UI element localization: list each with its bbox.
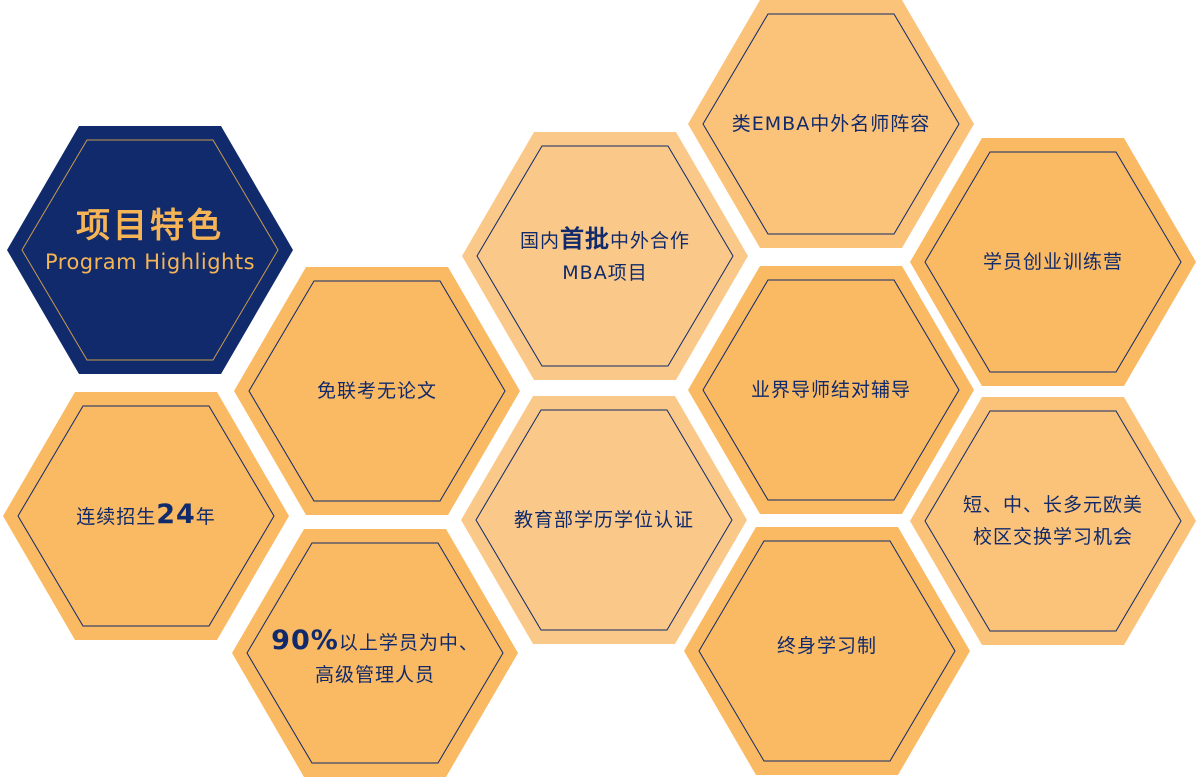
hex-enrollment-years: 连续招生24年	[3, 392, 289, 640]
hex-lifelong: 终身学习制	[684, 527, 970, 775]
hex-label: 中外合作	[610, 230, 691, 252]
hex-exchange: 短、中、长多元欧美 校区交换学习机会	[910, 397, 1196, 645]
hex-startup-camp: 学员创业训练营	[910, 138, 1196, 386]
hex-label: 连续招生	[76, 506, 157, 528]
hex-label: 终身学习制	[776, 635, 877, 657]
hex-number: 90%	[271, 625, 339, 656]
hex-label: 年	[195, 506, 216, 528]
title-hexagon: 项目特色 Program Highlights	[7, 126, 293, 374]
hex-label: 国内	[519, 230, 560, 252]
hex-no-exam: 免联考无论文	[234, 267, 520, 515]
hex-highlight: 首批	[560, 225, 610, 253]
hex-label: 短、中、长多元欧美	[962, 494, 1143, 516]
hex-label: 以上学员为中、	[338, 632, 479, 654]
hex-label: 业界导师结对辅导	[750, 379, 911, 401]
hex-label: MBA项目	[562, 262, 648, 284]
hex-label: 类EMBA中外名师阵容	[731, 113, 931, 135]
hex-first-mba: 国内首批中外合作 MBA项目	[462, 132, 748, 380]
hex-label: 教育部学历学位认证	[513, 509, 694, 531]
hex-mentor: 业界导师结对辅导	[688, 266, 974, 514]
hex-faculty: 类EMBA中外名师阵容	[688, 0, 974, 248]
hex-management: 90%以上学员为中、 高级管理人员	[232, 529, 518, 777]
hex-label: 校区交换学习机会	[972, 526, 1133, 548]
title-english: Program Highlights	[44, 250, 256, 274]
hex-label: 学员创业训练营	[982, 251, 1123, 273]
hex-label: 高级管理人员	[314, 664, 435, 686]
hex-number: 24	[156, 499, 196, 530]
hex-moe-certification: 教育部学历学位认证	[461, 396, 747, 644]
title-chinese: 项目特色	[76, 206, 224, 246]
hex-label: 免联考无论文	[316, 380, 437, 402]
